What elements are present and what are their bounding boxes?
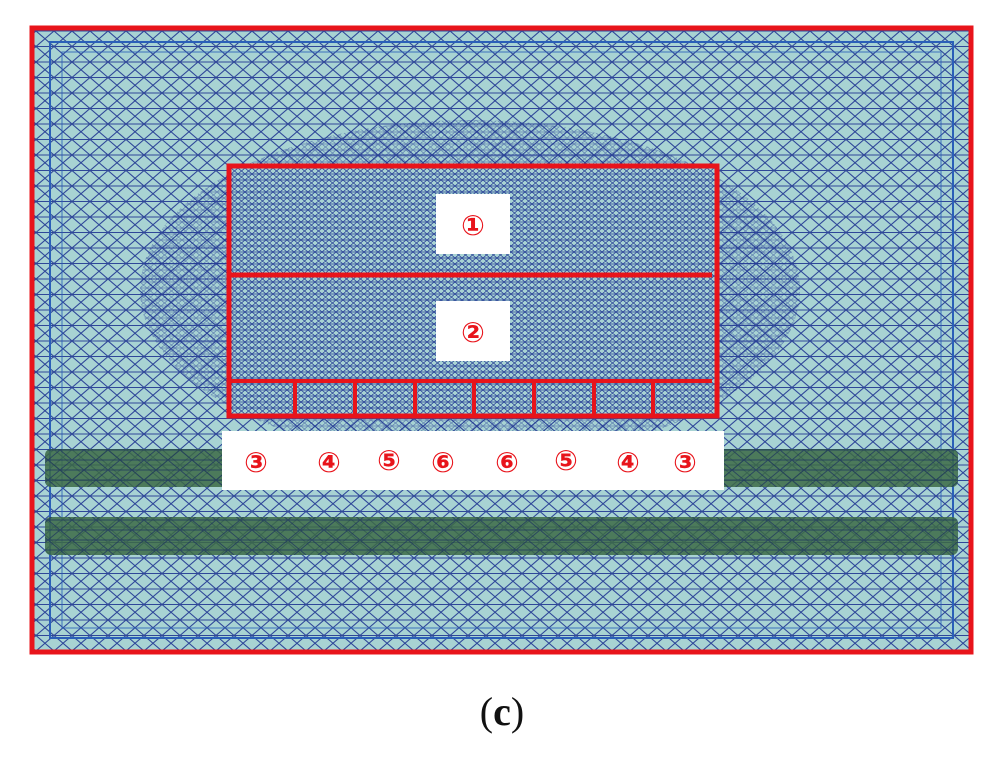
bottom-row-dividers [293, 381, 655, 416]
zone-1-label: ① [461, 209, 485, 242]
caption-letter: c [493, 689, 511, 734]
band-lower-mesh [45, 517, 958, 555]
bottom-zone-label: ④ [616, 446, 640, 479]
bottom-zone-label: ⑥ [495, 446, 519, 479]
caption-close: ) [510, 689, 525, 734]
bottom-zone-label: ⑥ [431, 446, 455, 479]
bottom-zone-label: ③ [673, 446, 697, 479]
zone-1-label-box [436, 194, 510, 254]
figure-caption: (c) [0, 688, 1004, 735]
caption-open: ( [479, 689, 494, 734]
bottom-zone-label: ③ [244, 446, 268, 479]
zone-2-label-box [436, 301, 510, 361]
bottom-zone-label: ⑤ [554, 444, 578, 477]
outer-boundary [29, 25, 974, 655]
zone-2-label: ② [461, 316, 485, 349]
inner-mesh-border [49, 41, 954, 639]
bottom-zone-label: ④ [317, 446, 341, 479]
inner-mesh-border-2 [61, 51, 942, 629]
bottom-labels-box [222, 431, 724, 490]
bottom-zone-label: ⑤ [377, 444, 401, 477]
